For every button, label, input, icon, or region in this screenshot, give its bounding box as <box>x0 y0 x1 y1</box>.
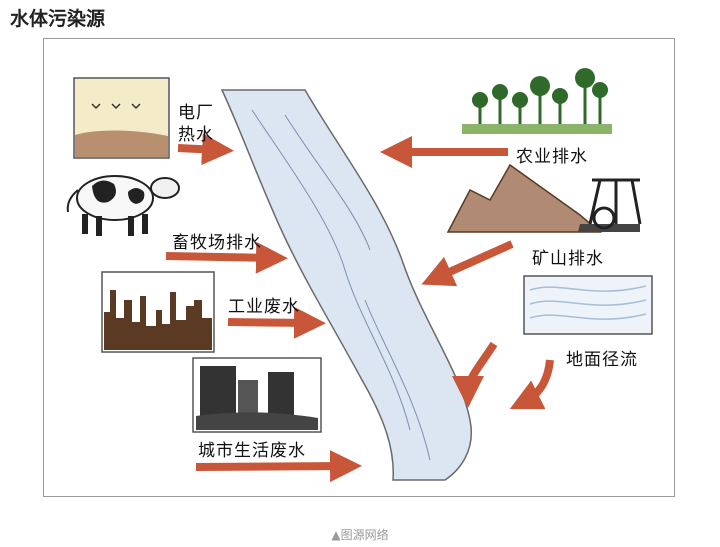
industry-arrow <box>227 306 326 339</box>
industry-label: 工业废水 <box>228 297 300 317</box>
power-plant-image <box>73 77 170 159</box>
cow-image <box>66 175 180 236</box>
runoff-arrow <box>452 341 498 408</box>
runoff-label: 地面径流 <box>566 350 638 370</box>
river-current-line <box>364 299 431 461</box>
river-current-line <box>251 109 411 431</box>
livestock-arrow <box>165 241 288 274</box>
mining-arrow <box>421 240 514 287</box>
urban-arrow <box>195 450 362 483</box>
mining-label: 矿山排水 <box>532 249 604 269</box>
runoff-image <box>523 275 653 335</box>
power-plant-arrow <box>177 133 234 166</box>
power-plant-label-line2: 热水 <box>178 125 214 145</box>
river <box>220 89 472 481</box>
mining-image <box>446 163 642 233</box>
agriculture-label: 农业排水 <box>516 147 588 167</box>
page-title: 水体污染源 <box>10 8 106 30</box>
image-caption: ▲图源网络 <box>331 528 389 542</box>
agriculture-image <box>462 68 612 134</box>
industry-image <box>101 271 215 353</box>
urban-label: 城市生活废水 <box>198 441 306 461</box>
livestock-label: 畜牧场排水 <box>172 233 262 253</box>
power-plant-label-line1: 电厂 <box>178 103 214 123</box>
river-current-line <box>284 114 371 251</box>
runoff-arrow <box>509 359 554 410</box>
urban-image <box>192 357 322 433</box>
